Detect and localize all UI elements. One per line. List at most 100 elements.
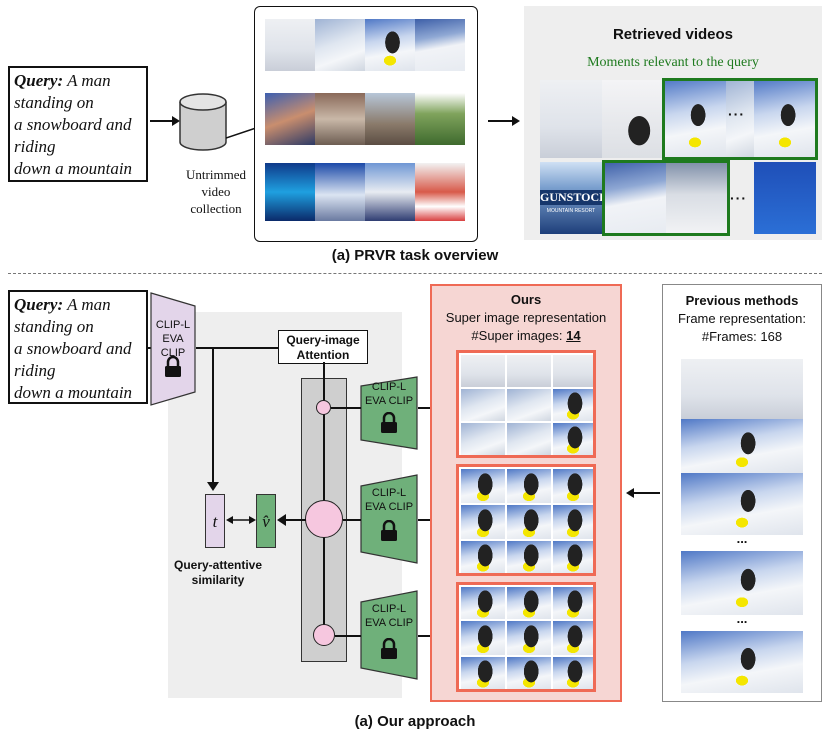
query-prefix: Query: (14, 71, 64, 90)
attention-label: Query-image Attention (286, 333, 360, 362)
collection-frame (415, 19, 465, 71)
attention-weight-1 (316, 400, 331, 415)
video-collection-panel (254, 6, 478, 242)
query-prefix: Query: (14, 295, 64, 314)
super-image-tile (461, 469, 505, 503)
video-embedding-v: v̂ (256, 494, 276, 548)
previous-methods-panel: Previous methods Frame representation: #… (662, 284, 822, 702)
super-image-tile (507, 621, 551, 655)
moments-label: Moments relevant to the query (587, 55, 759, 70)
gunstock-sub-text: MOUNTAIN RESORT (546, 208, 596, 214)
encoder-1-connector (331, 407, 361, 409)
arrow-query-to-db (150, 116, 180, 126)
collection-frame (365, 19, 415, 71)
arrow-to-retrieved (488, 116, 520, 126)
retrieved-frame (604, 162, 666, 234)
ours-count: #Super images: 14 (471, 328, 581, 343)
super-image-2 (456, 464, 596, 576)
query-line-5: down a mountain (14, 159, 133, 178)
t-symbol: t (212, 512, 218, 531)
previous-count: #Frames: 168 (701, 329, 783, 344)
super-image-tile (461, 505, 505, 539)
query-line-5: down a mountain (14, 383, 133, 402)
query-embedding-t: t (205, 494, 225, 548)
collection-frame (365, 163, 415, 221)
previous-frame (681, 473, 803, 535)
query-connector (148, 347, 152, 349)
query-line-3: a snowboard and (14, 339, 132, 358)
super-image-3 (456, 582, 596, 692)
retrieved-frame (754, 80, 816, 158)
super-image-tile (553, 423, 593, 455)
retrieved-ellipsis: ··· (728, 106, 745, 122)
retrieved-videos-panel: Retrieved videos Moments relevant to the… (524, 6, 822, 240)
gunstock-logo-text: GUNSTOCK (540, 190, 602, 205)
super-image-tile (507, 657, 551, 689)
super-image-tile (461, 355, 505, 387)
text-to-t-line (212, 347, 214, 483)
section-divider (8, 273, 822, 274)
previous-subtitle: Frame representation: (678, 311, 806, 326)
super-image-tile (507, 505, 551, 539)
retrieved-title: Retrieved videos (612, 26, 734, 43)
query-line-4: riding (14, 137, 56, 156)
attention-to-v-line (284, 519, 306, 521)
super-image-1 (456, 350, 596, 458)
retrieved-frame (664, 80, 726, 158)
collection-frame (415, 93, 465, 145)
text-to-attention-line (196, 347, 280, 349)
image-encoder-2 (360, 474, 418, 564)
bottom-query-box: Query: A man standing on a snowboard and… (8, 290, 148, 404)
previous-ellipsis: ... (736, 531, 748, 546)
previous-title: Previous methods (685, 293, 799, 308)
collection-frame (265, 163, 315, 221)
lock-icon (381, 638, 397, 659)
query-image-attention-box: Query-image Attention (278, 330, 368, 364)
attention-weight-2 (305, 500, 343, 538)
retrieved-frame (726, 80, 754, 158)
previous-ellipsis: ... (736, 611, 748, 626)
v-hat-symbol: v̂ (262, 512, 270, 531)
relevant-moment-box (602, 160, 730, 236)
database-icon (179, 93, 227, 151)
query-line-2: standing on (14, 93, 94, 112)
super-image-tile (461, 587, 505, 619)
collection-frame (315, 19, 365, 71)
similarity-double-arrow (226, 516, 256, 524)
lock-icon (381, 520, 397, 541)
super-image-tile (461, 621, 505, 655)
retrieved-frame (540, 80, 602, 158)
collection-label: Untrimmed video collection (186, 167, 246, 216)
query-line-3: a snowboard and (14, 115, 132, 134)
super-image-tile (553, 541, 593, 573)
retrieved-frame (602, 80, 664, 158)
super-image-tile (553, 469, 593, 503)
encoder-2-connector (343, 519, 361, 521)
image-encoder-3 (360, 590, 418, 680)
super-image-tile (507, 587, 551, 619)
arrow-head-t (207, 482, 219, 491)
retrieved-frame (666, 162, 728, 234)
super-image-tile (553, 657, 593, 689)
super-image-tile (461, 389, 505, 421)
collection-frame (365, 93, 415, 145)
collection-frame (315, 163, 365, 221)
ours-subtitle: Super image representation (445, 310, 607, 325)
retrieved-ellipsis: ··· (730, 190, 747, 206)
collection-frame (265, 19, 315, 71)
super-image-tile (553, 355, 593, 387)
top-query-box: Query: A man standing on a snowboard and… (8, 66, 148, 182)
retrieved-frame (754, 162, 816, 234)
text-encoder-label: CLIP-L EVA CLIP (155, 319, 191, 359)
attention-axis (323, 362, 325, 636)
super-image-tile (507, 469, 551, 503)
previous-frame (681, 359, 803, 419)
bottom-caption: (a) Our approach (354, 713, 476, 730)
collection-frame (315, 93, 365, 145)
encoder-3-connector (335, 635, 361, 637)
previous-frame (681, 551, 803, 615)
similarity-label: Query-attentive similarity (173, 558, 263, 587)
